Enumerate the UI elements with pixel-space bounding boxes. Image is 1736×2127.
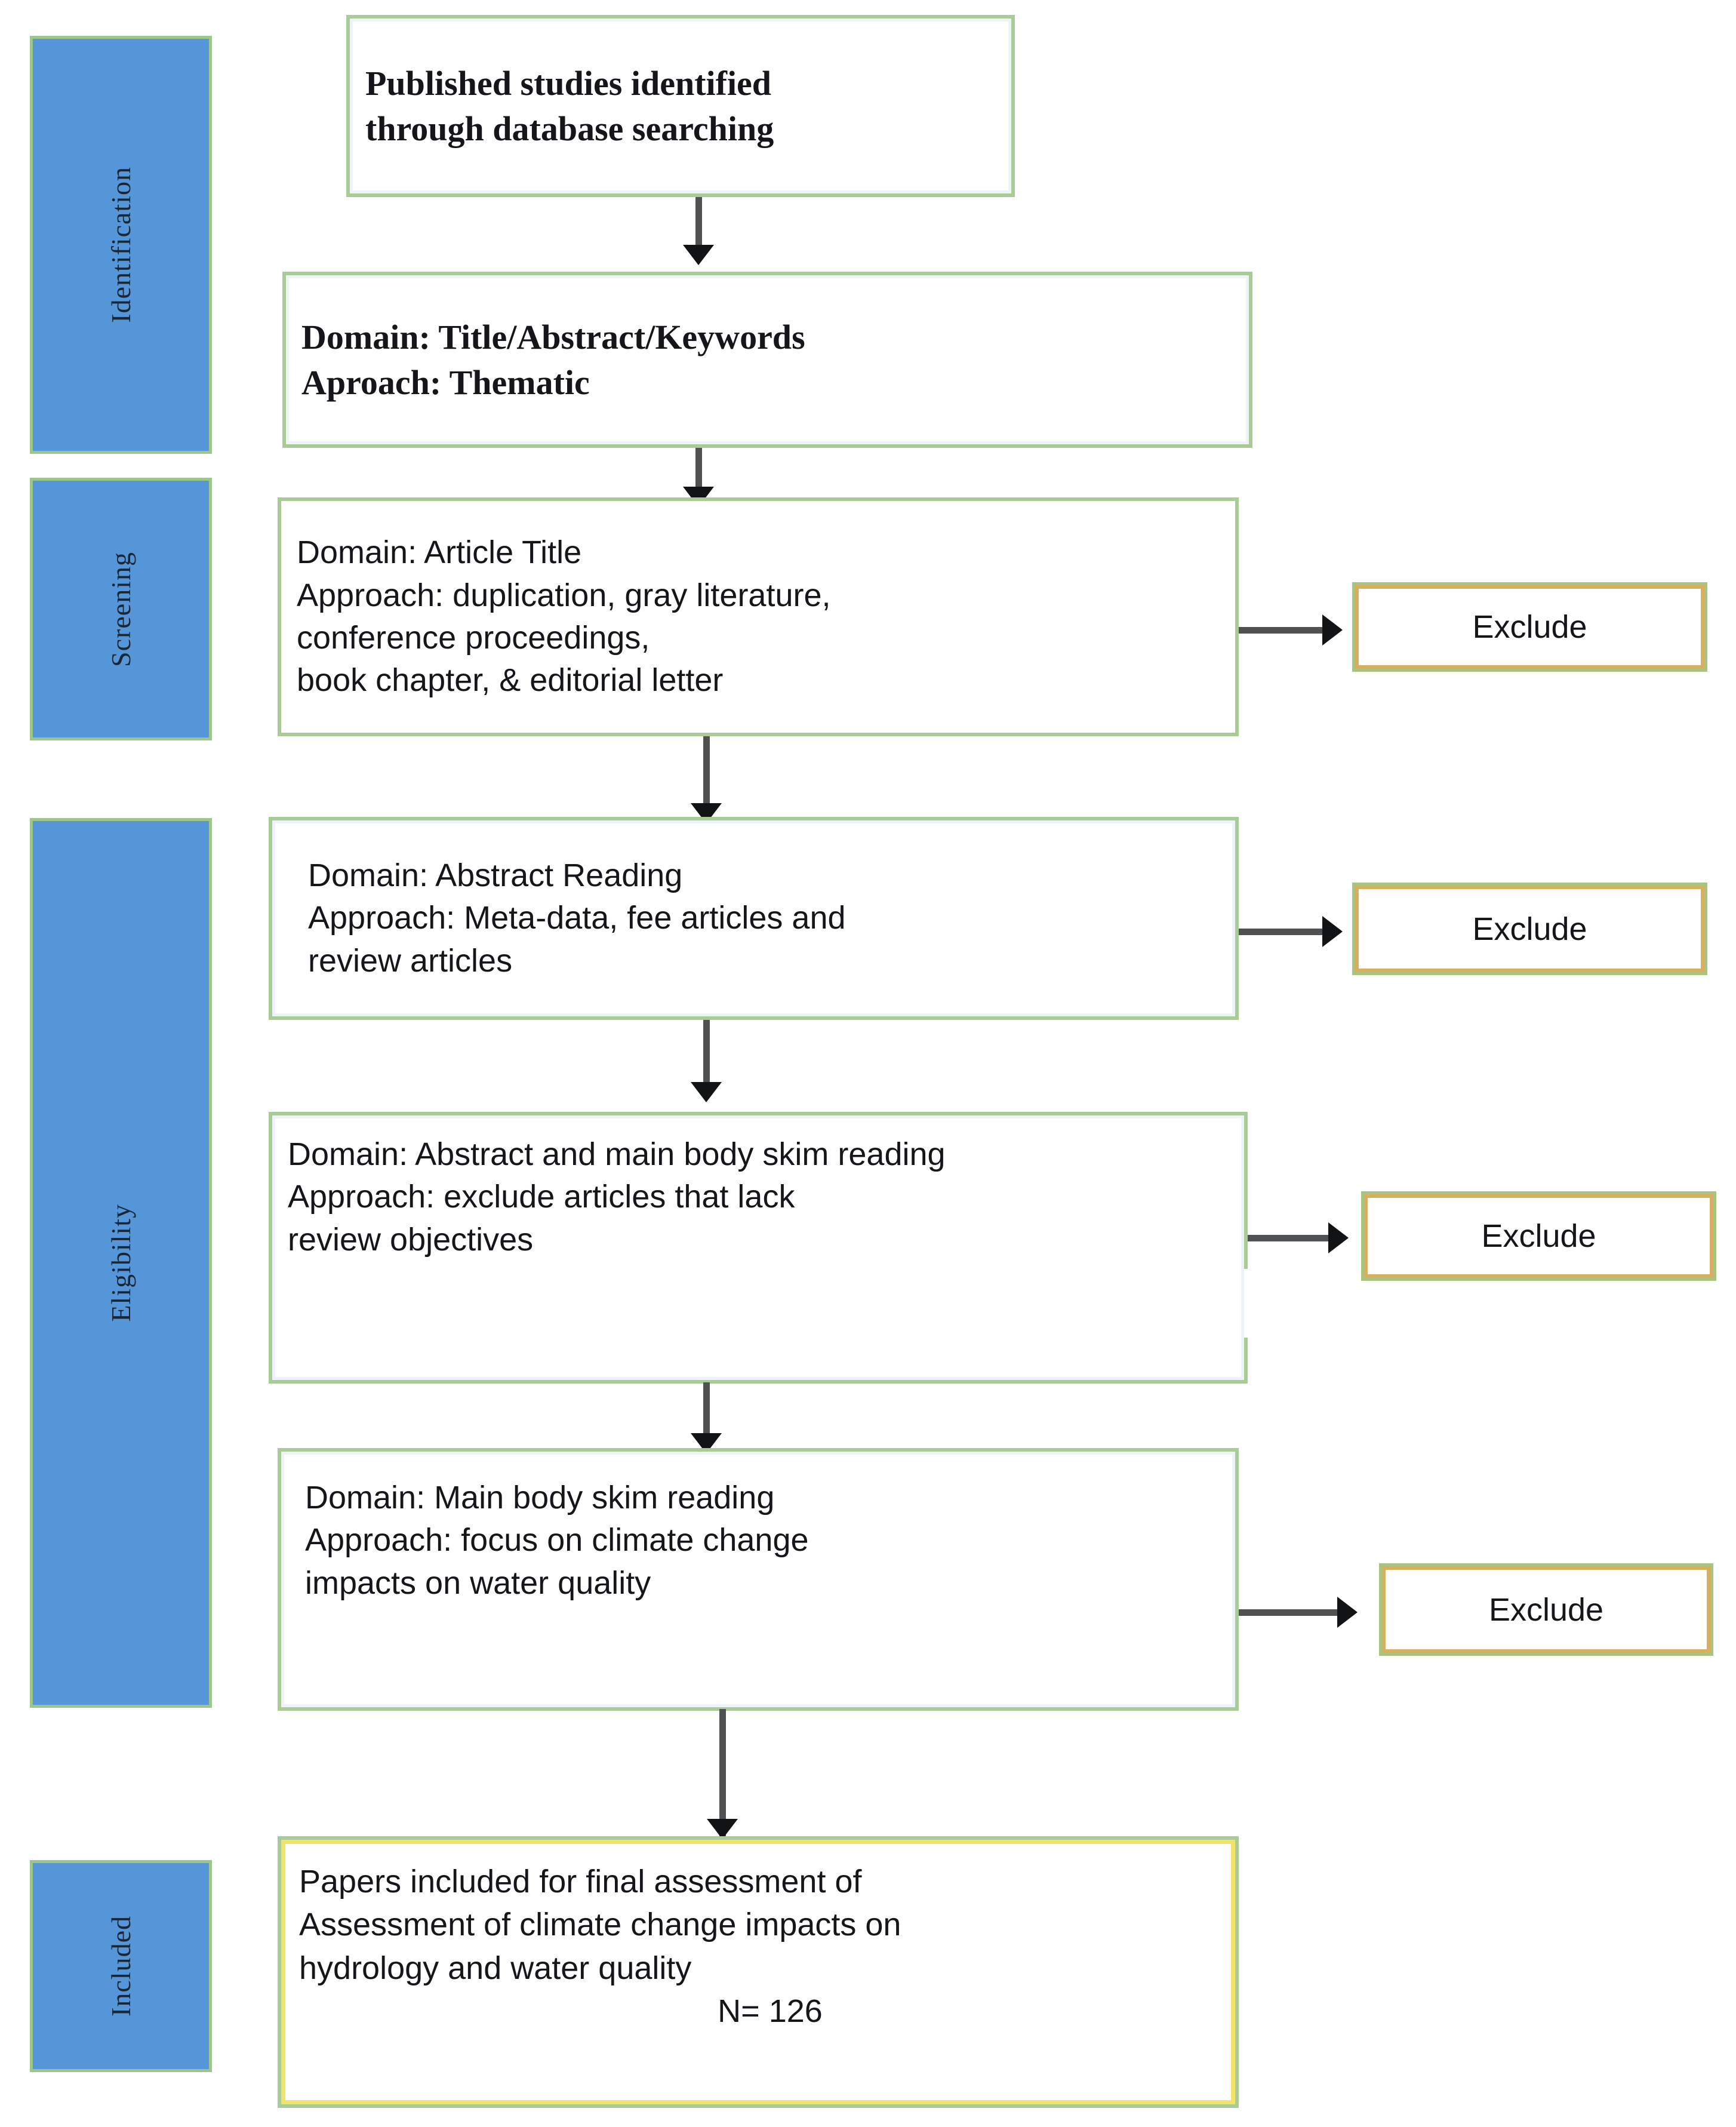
step-article-title-line-2: Approach: duplication, gray literature, <box>297 577 831 613</box>
exclude-box-3: Exclude <box>1361 1191 1716 1281</box>
exclude-label-2: Exclude <box>1472 911 1587 947</box>
step-tak-line-2: Aproach: Thematic <box>301 362 590 402</box>
step-box-article-title: Domain: Article Title Approach: duplicat… <box>278 497 1239 736</box>
connector-2-shaft <box>695 448 702 502</box>
exclude-connector-4-shaft <box>1239 1609 1340 1616</box>
exclude-connector-1-shaft <box>1239 627 1325 634</box>
exclude-label-4: Exclude <box>1488 1591 1604 1628</box>
exclude-connector-1-arrowhead <box>1322 614 1343 646</box>
final-line-1: Papers included for final assessment of <box>299 1864 862 1899</box>
exclude-connector-4-arrowhead <box>1337 1597 1358 1628</box>
phase-label-eligibility: Eligibility <box>106 1204 136 1322</box>
step-abstract-reading-line-1: Domain: Abstract Reading <box>308 857 683 894</box>
step-box-abstract-reading: Domain: Abstract Reading Approach: Meta-… <box>269 817 1239 1020</box>
connector-3-shaft <box>703 736 710 817</box>
step-abstract-reading-line-2: Approach: Meta-data, fee articles and <box>308 900 846 936</box>
connector-6-arrowhead <box>707 1819 738 1839</box>
connector-4-arrowhead <box>691 1082 722 1102</box>
step-article-title-line-1: Domain: Article Title <box>297 534 582 571</box>
connector-1-shaft <box>695 197 702 257</box>
phase-label-identification: Identification <box>106 167 136 323</box>
step-article-title-line-4: book chapter, & editorial letter <box>297 662 724 699</box>
step-article-title-line-3: conference proceedings, <box>297 620 650 656</box>
step-box-main-body: Domain: Main body skim reading Approach:… <box>278 1448 1239 1711</box>
step-box-title-abstract-keywords: Domain: Title/Abstract/Keywords Aproach:… <box>282 272 1252 448</box>
step-source-line-2: through database searching <box>365 109 774 148</box>
exclude-label-3: Exclude <box>1481 1218 1596 1254</box>
exclude-connector-2-arrowhead <box>1322 916 1343 947</box>
step-abstract-main-body-line-1: Domain: Abstract and main body skim read… <box>288 1136 946 1172</box>
phase-bar-screening: Screening <box>30 478 212 740</box>
phase-bar-identification: Identification <box>30 36 212 454</box>
step-box-source: Published studies identified through dat… <box>346 15 1015 197</box>
final-included-box: Papers included for final assessment of … <box>278 1836 1239 2108</box>
phase-bar-included: Included <box>30 1860 212 2072</box>
step-abstract-main-body-line-3: review objectives <box>288 1221 534 1258</box>
step-source-line-1: Published studies identified <box>365 64 772 103</box>
step-main-body-line-1: Domain: Main body skim reading <box>305 1480 775 1516</box>
final-count: N= 126 <box>718 1993 823 2030</box>
final-line-3: hydrology and water quality <box>299 1950 692 1986</box>
exclude-connector-3-arrowhead <box>1328 1222 1349 1253</box>
phase-label-included: Included <box>106 1916 136 2017</box>
phase-bar-eligibility: Eligibility <box>30 818 212 1708</box>
connector-6-shaft <box>719 1709 726 1837</box>
step-main-body-line-3: impacts on water quality <box>305 1564 651 1601</box>
phase-label-screening: Screening <box>106 551 136 667</box>
step-main-body-line-2: Approach: focus on climate change <box>305 1522 809 1559</box>
exclude-box-4: Exclude <box>1379 1563 1713 1656</box>
exclude-connector-2-shaft <box>1239 929 1325 935</box>
step-tak-line-1: Domain: Title/Abstract/Keywords <box>301 318 805 357</box>
step-abstract-reading-line-3: review articles <box>308 942 513 979</box>
connector-4-shaft <box>703 1020 710 1095</box>
connector-5-shaft <box>703 1382 710 1448</box>
step-abstract-main-body-line-2: Approach: exclude articles that lack <box>288 1179 795 1215</box>
connector-1-arrowhead <box>683 245 714 265</box>
exclude-connector-3-shaft <box>1248 1235 1331 1241</box>
exclude-box-1: Exclude <box>1352 582 1707 672</box>
final-line-2: Assessment of climate change impacts on <box>299 1907 901 1943</box>
exclude-label-1: Exclude <box>1472 609 1587 645</box>
exclude-box-2: Exclude <box>1352 883 1707 975</box>
step-box-abstract-main-body: Domain: Abstract and main body skim read… <box>269 1112 1248 1384</box>
